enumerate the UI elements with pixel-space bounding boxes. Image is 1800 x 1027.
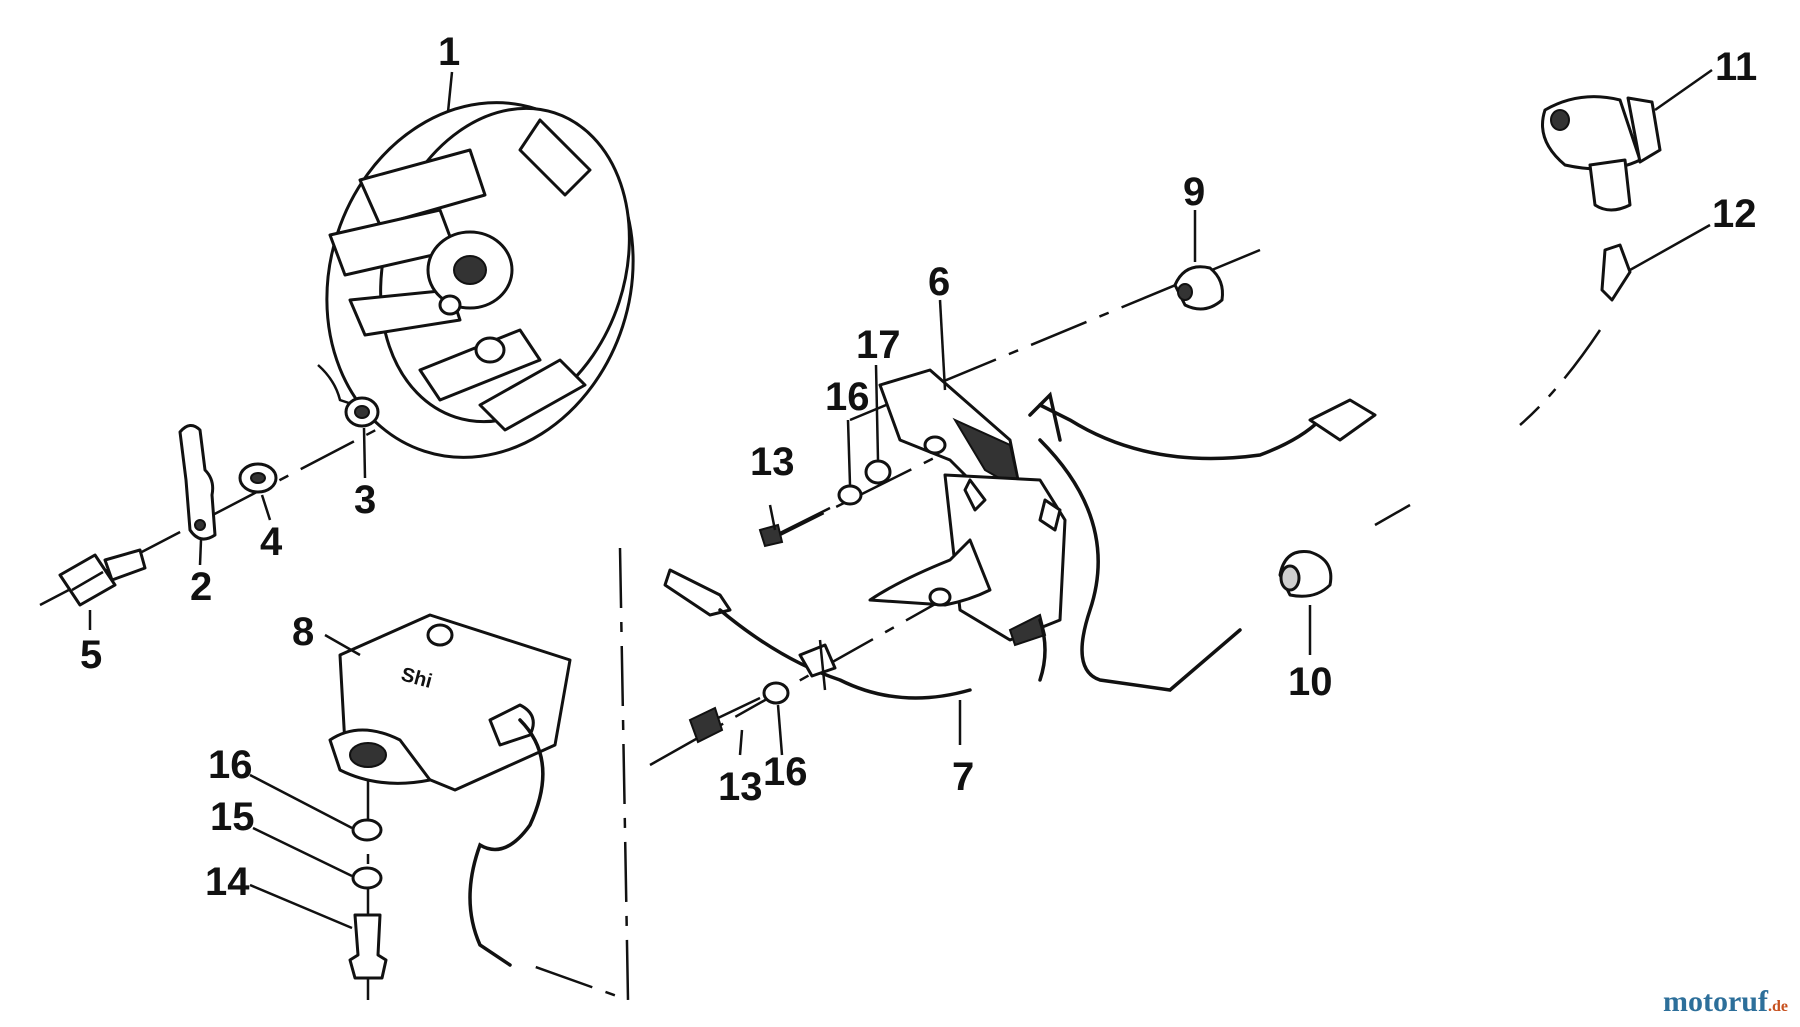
washer-part xyxy=(238,462,278,494)
callout-5: 5 xyxy=(80,633,102,677)
flywheel-key-part xyxy=(317,364,380,428)
ground-wire-dash xyxy=(529,547,630,1002)
crank-axis-line xyxy=(39,418,396,607)
callout-12: 12 xyxy=(1712,192,1757,236)
module-bolt-14-part xyxy=(348,913,388,980)
callout-1: 1 xyxy=(438,30,460,74)
callout-9: 9 xyxy=(1183,170,1205,214)
flywheel-part xyxy=(325,101,635,459)
callout-2: 2 xyxy=(190,565,212,609)
terminal-part xyxy=(1600,243,1632,302)
stop-wire-part xyxy=(663,568,972,700)
callout-13-upper: 13 xyxy=(750,440,795,484)
coil-washer-16b-part xyxy=(762,681,790,705)
callout-16-module: 16 xyxy=(208,743,253,787)
callout-7: 7 xyxy=(952,755,974,799)
grommet-9-part xyxy=(1173,265,1224,311)
module-washer-16-part xyxy=(351,818,383,842)
module-washer-15-part xyxy=(351,866,383,890)
callout-15: 15 xyxy=(210,795,255,839)
callout-16-coil-upper: 16 xyxy=(825,375,870,419)
watermark-tld-text: .de xyxy=(1768,998,1788,1015)
grommet-axis-line xyxy=(1374,503,1411,527)
motoruf-watermark-logo: motoruf.de xyxy=(1663,985,1788,1019)
watermark-main-text: motoruf xyxy=(1663,985,1768,1018)
callout-10: 10 xyxy=(1288,660,1333,704)
ignition-coil-part xyxy=(868,368,1377,692)
spark-plug-boot-part xyxy=(1541,95,1662,212)
screw-part xyxy=(58,548,147,607)
coil-screw-13b-part xyxy=(688,696,761,744)
coil-washer-16a-part xyxy=(837,484,863,506)
callout-14: 14 xyxy=(205,860,250,904)
coil-screw-13a-part xyxy=(758,506,831,548)
callout-11: 11 xyxy=(1715,45,1757,89)
callout-3: 3 xyxy=(354,478,376,522)
callout-16-coil-lower: 16 xyxy=(763,750,808,794)
callout-13-lower: 13 xyxy=(718,765,763,809)
callout-8: 8 xyxy=(292,610,314,654)
callout-4: 4 xyxy=(260,520,283,564)
leader-lines xyxy=(88,68,1713,930)
callout-17: 17 xyxy=(856,323,901,367)
ignition-module-part xyxy=(328,613,572,967)
grommet-10-part xyxy=(1278,549,1333,598)
callout-6: 6 xyxy=(928,260,950,304)
bracket-plate-part xyxy=(178,424,217,541)
spark-lead-path xyxy=(1519,329,1602,426)
coil-washer-17-part xyxy=(864,459,892,485)
